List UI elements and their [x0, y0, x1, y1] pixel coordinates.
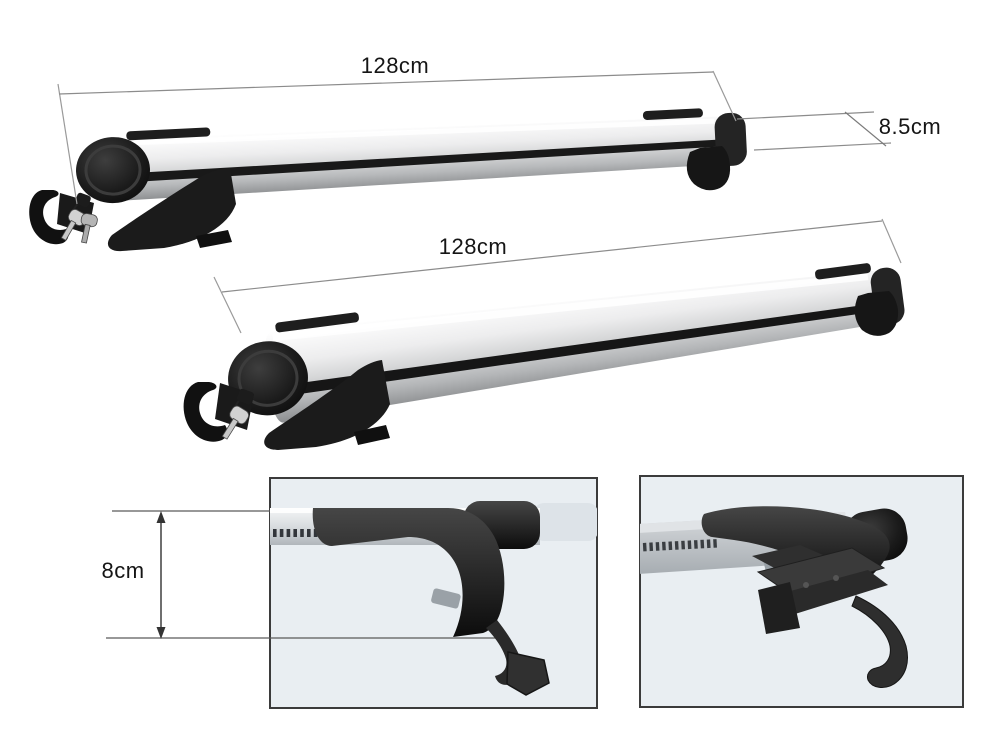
end-cap-rim — [84, 144, 142, 196]
clamp-foot-body — [312, 508, 505, 637]
clamp-strap-middle-bar — [183, 382, 228, 442]
slot-cover-left — [126, 127, 211, 141]
length-dimension-top — [57, 70, 737, 205]
extension-line-left — [213, 276, 242, 334]
dimension-line — [58, 71, 714, 95]
bolt-icon — [803, 582, 809, 588]
keys-top-bar — [60, 192, 98, 244]
width-bottom-line — [753, 142, 892, 151]
key — [221, 405, 250, 440]
slot-cover-left-2 — [275, 312, 359, 333]
clamp-hook-pad — [506, 651, 550, 696]
detail-view-left — [270, 501, 597, 696]
clamp-plate-1 — [752, 545, 830, 572]
foot-base-pad-2 — [354, 425, 390, 445]
extension-line-left — [57, 83, 78, 205]
clamp-hook-2 — [851, 595, 908, 688]
key-fob — [75, 192, 91, 208]
clamp-plate-3 — [772, 570, 888, 614]
clamp-block — [758, 582, 800, 634]
arrow-down-icon — [156, 627, 166, 639]
rubber-strip-top — [122, 138, 730, 183]
foot-right-middle-bar — [854, 291, 899, 336]
width-dimension — [736, 111, 892, 151]
key — [80, 213, 98, 244]
label-length-middle-bar: 128cm — [438, 234, 508, 259]
roof-rail-shape — [534, 503, 597, 541]
keys-middle-bar — [221, 388, 254, 440]
width-diagonal-line — [844, 111, 887, 147]
slot-cover-right-2 — [815, 263, 871, 280]
width-top-line — [736, 111, 875, 120]
height-dimension-8cm — [106, 510, 505, 639]
clamp-metal-bracket — [431, 588, 461, 609]
clamp-strap-top-bar — [29, 190, 69, 245]
label-length-top-bar: 128cm — [360, 53, 430, 78]
rubber-strip-middle — [279, 302, 887, 397]
length-dimension-middle — [213, 218, 902, 334]
extension-line-right — [881, 218, 902, 264]
crossbar-top-glint — [120, 118, 715, 146]
foot-right-top-bar — [686, 146, 731, 191]
crossbar-top — [76, 108, 747, 204]
end-cap-rim-2 — [237, 349, 299, 407]
foot-base-pad — [196, 230, 232, 248]
label-profile-width: 8.5cm — [878, 114, 942, 139]
slot-cover-right — [642, 108, 703, 120]
crossbar-middle-glint — [272, 273, 869, 342]
key-fob — [236, 388, 254, 405]
extension-line-right — [712, 70, 737, 122]
dimension-line — [221, 220, 883, 293]
foot-left-middle-bar — [264, 360, 390, 450]
detail-view-right — [640, 506, 908, 688]
foot-left-top-bar — [107, 168, 236, 252]
adjustment-slots-2 — [642, 539, 717, 552]
label-foot-height: 8cm — [101, 558, 145, 583]
bolt-icon — [833, 575, 839, 581]
arrow-up-icon — [156, 511, 166, 523]
